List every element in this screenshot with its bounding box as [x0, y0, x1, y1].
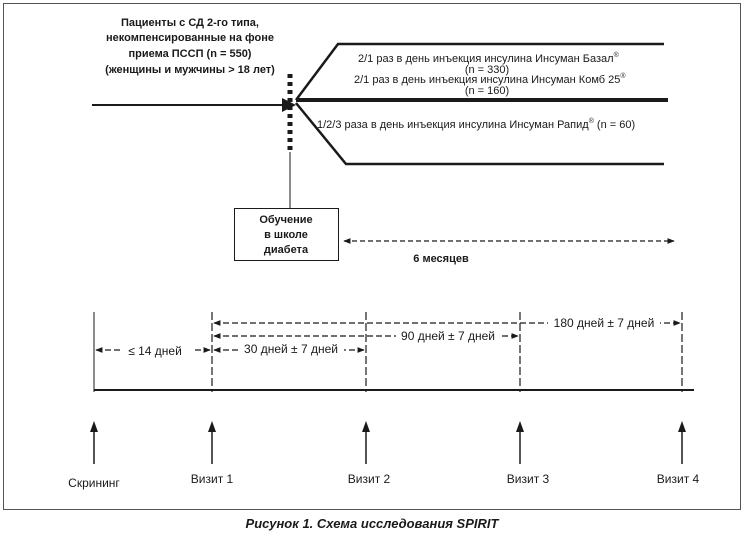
diabetes-school-frame — [234, 208, 339, 261]
screening-label: Скрининг — [68, 476, 120, 490]
diabetes-school-line-3: диабета — [264, 244, 309, 256]
branch-top-line — [295, 42, 664, 101]
interval-30-label: 30 дней ± 7 дней — [244, 342, 338, 356]
visit4-label: Визит 4 — [657, 472, 700, 486]
patients-line-2: некомпенсированные на фоне — [106, 32, 274, 44]
arm-comb-label: 2/1 раз в день инъекция инсулина Инсуман… — [354, 72, 626, 97]
svg-text:2/1 раз в день инъекция инсули: 2/1 раз в день инъекция инсулина Инсуман… — [358, 51, 620, 65]
enrollment-arrowhead — [282, 98, 296, 112]
visit1-label: Визит 1 — [191, 472, 234, 486]
arm-comb-n: (n = 160) — [465, 85, 509, 97]
diabetes-school-line-1: Обучение — [259, 214, 312, 226]
interval-90-label-bg — [396, 329, 500, 343]
diabetes-school-line-2: в школе — [264, 229, 308, 241]
branch-bottom-line — [295, 102, 664, 166]
visit3-label: Визит 3 — [507, 472, 550, 486]
interval-30-label-bg — [240, 342, 344, 356]
six-months-label: 6 месяцев — [413, 253, 469, 265]
visit-labels: Скрининг Визит 1 Визит 2 Визит 3 Визит 4 — [68, 472, 699, 490]
svg-text:2/1 раз в день инъекция инсули: 2/1 раз в день инъекция инсулина Инсуман… — [354, 72, 626, 86]
arm-rapid-text: 1/2/3 раза в день инъекция инсулина Инсу… — [317, 119, 589, 131]
interval-180-label-bg — [548, 315, 660, 329]
arm-rapid-n: (n = 60) — [594, 119, 635, 131]
figure-caption: Рисунок 1. Схема исследования SPIRIT — [246, 516, 500, 531]
arm-comb-registered: ® — [620, 72, 626, 80]
interval-180-label: 180 дней ± 7 дней — [554, 316, 655, 330]
visit2-label: Визит 2 — [348, 472, 391, 486]
arm-basal-registered: ® — [614, 51, 620, 59]
interval-14-label: ≤ 14 дней — [128, 344, 182, 358]
visit4-arrowhead — [678, 421, 686, 432]
figure-border — [3, 3, 741, 510]
arm-comb-text: 2/1 раз в день инъекция инсулина Инсуман… — [354, 74, 620, 86]
arm-basal-label: 2/1 раз в день инъекция инсулина Инсуман… — [358, 51, 620, 76]
patients-line-4: (женщины и мужчины > 18 лет) — [105, 64, 275, 76]
visit-arrows — [90, 421, 686, 464]
patients-line-3: приема ПССП (n = 550) — [129, 48, 252, 60]
visit2-arrowhead — [362, 421, 370, 432]
interval-arrows: 180 дней ± 7 дней 90 дней ± 7 дней 30 дн… — [95, 315, 681, 358]
arm-basal-n: (n = 330) — [465, 64, 509, 76]
arm-rapid-label: 1/2/3 раза в день инъекция инсулина Инсу… — [317, 117, 635, 131]
svg-text:1/2/3 раза в день инъекция инс: 1/2/3 раза в день инъекция инсулина Инсу… — [317, 117, 635, 131]
patients-line-1: Пациенты с СД 2-го типа, — [121, 17, 259, 29]
screening-arrowhead — [90, 421, 98, 432]
visit1-arrowhead — [208, 421, 216, 432]
visit3-arrowhead — [516, 421, 524, 432]
arm-basal-text: 2/1 раз в день инъекция инсулина Инсуман… — [358, 53, 614, 65]
interval-14-label-bg — [120, 342, 192, 356]
diabetes-school-box: Обучение в школе диабета — [234, 208, 339, 261]
patient-description: Пациенты с СД 2-го типа, некомпенсирован… — [105, 17, 275, 76]
arm-rapid-registered: ® — [589, 117, 595, 125]
interval-90-label: 90 дней ± 7 дней — [401, 329, 495, 343]
